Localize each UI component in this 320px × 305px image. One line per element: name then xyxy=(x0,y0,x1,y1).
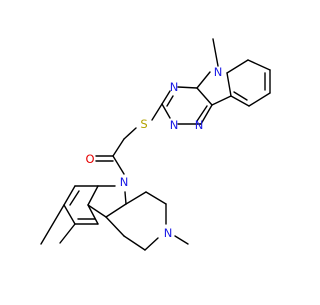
atom-n-triazine-b: N xyxy=(170,118,179,132)
bond xyxy=(105,203,127,218)
bond xyxy=(196,71,211,89)
bond xyxy=(123,127,137,140)
bond xyxy=(87,204,99,225)
bond-n-methyl-top xyxy=(212,38,219,67)
structure-canvas: N N N N S O N N xyxy=(40,38,271,251)
bond xyxy=(211,95,232,106)
bond xyxy=(196,105,208,122)
bond xyxy=(144,237,159,251)
bond xyxy=(226,59,249,74)
bond xyxy=(87,185,99,206)
bond xyxy=(161,103,171,119)
atom-oxygen: O xyxy=(85,152,94,166)
bond xyxy=(161,90,171,105)
bond xyxy=(233,91,248,101)
bonds xyxy=(40,38,271,251)
bond xyxy=(87,204,107,218)
bond xyxy=(196,87,213,106)
bond xyxy=(112,155,125,175)
bond xyxy=(123,235,146,251)
bond xyxy=(69,190,80,206)
bond xyxy=(247,59,271,71)
bond xyxy=(166,95,174,107)
bond xyxy=(63,185,76,206)
atom-n-triazine-a: N xyxy=(170,80,179,94)
atom-n-amide: N xyxy=(120,175,129,189)
bond xyxy=(125,191,147,205)
bond xyxy=(177,86,198,89)
bond xyxy=(145,191,167,205)
bond xyxy=(230,95,250,107)
atom-labels: N N N N S O N N xyxy=(85,65,222,240)
bond xyxy=(112,138,125,157)
bond xyxy=(59,223,76,244)
atom-n-indole: N xyxy=(214,65,223,79)
bond xyxy=(63,204,76,225)
bond xyxy=(226,72,232,97)
atom-sulfur: S xyxy=(140,117,147,131)
bond xyxy=(40,204,65,245)
bond xyxy=(174,235,189,245)
molecule-diagram: N N N N S O N N xyxy=(40,38,271,251)
atom-n-piperidine: N xyxy=(164,226,173,240)
bond xyxy=(124,191,127,205)
bond xyxy=(151,103,163,121)
bond xyxy=(248,92,271,107)
bond xyxy=(200,104,213,125)
bond xyxy=(105,216,125,237)
atom-n-triazine-c: N xyxy=(195,118,204,132)
